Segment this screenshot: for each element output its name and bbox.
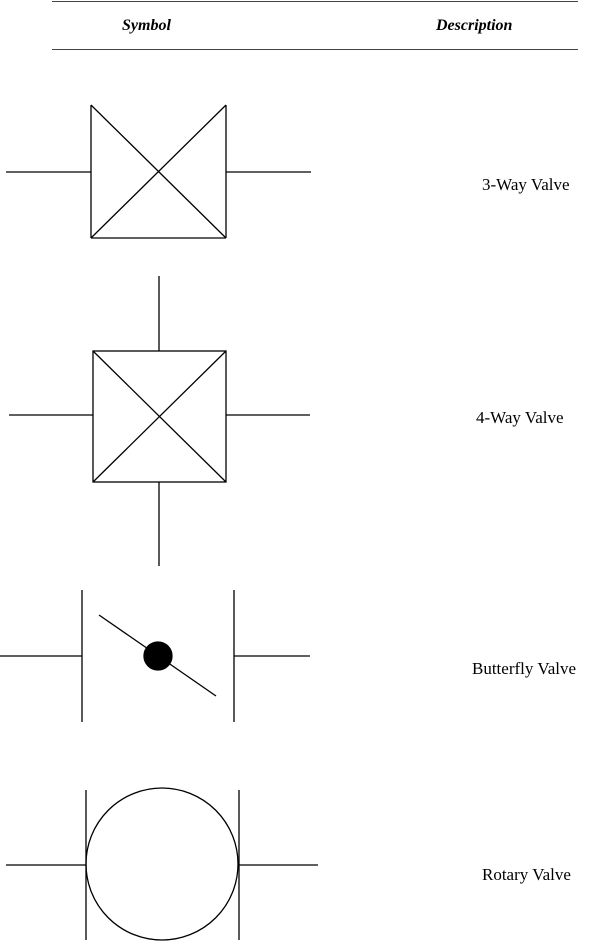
description-butterfly-valve: Butterfly Valve	[472, 659, 577, 678]
description-four-way-valve: 4-Way Valve	[476, 408, 564, 427]
description-three-way-valve: 3-Way Valve	[482, 175, 570, 194]
table-header-rule	[52, 49, 578, 50]
three-way-valve-symbol	[6, 104, 311, 239]
table-top-rule	[52, 1, 578, 2]
rotary-valve-symbol	[6, 787, 318, 941]
description-rotary-valve: Rotary Valve	[482, 865, 571, 884]
butterfly-valve-symbol	[0, 590, 310, 722]
four-way-valve-symbol	[9, 276, 310, 566]
header-symbol: Symbol	[122, 17, 171, 34]
header-description: Description	[436, 17, 513, 34]
